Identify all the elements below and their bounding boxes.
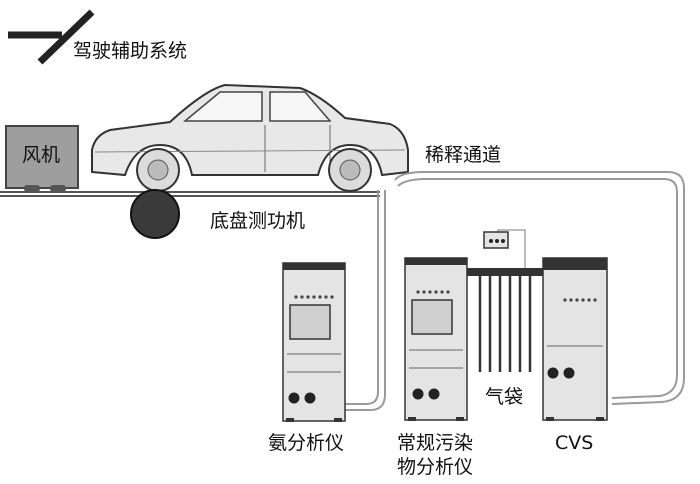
gas-bags-label: 气袋 xyxy=(485,386,524,408)
dilution-tunnel-label: 稀释通道 xyxy=(425,144,502,166)
floor-line xyxy=(0,191,380,197)
driver-assist-symbol xyxy=(8,9,95,65)
cvs-cabinet xyxy=(542,257,608,421)
chassis-dyno-label: 底盘测功机 xyxy=(210,210,306,232)
dilution-tunnel-tube xyxy=(394,171,685,405)
vehicle xyxy=(91,83,409,192)
regular-analyzer-label-line2: 物分析仪 xyxy=(397,456,474,478)
ammonia-analyzer-label: 氨分析仪 xyxy=(268,432,345,454)
regular-pollutant-analyzer-cabinet xyxy=(404,257,468,421)
ammonia-analyzer-cabinet xyxy=(282,262,346,422)
fan-label: 风机 xyxy=(22,144,61,166)
fan-unit xyxy=(5,125,79,192)
sample-line-ammonia xyxy=(345,190,386,411)
cvs-label: CVS xyxy=(555,432,594,454)
driver-assist-label: 驾驶辅助系统 xyxy=(73,40,188,62)
regular-analyzer-label-line1: 常规污染 xyxy=(397,432,474,454)
gas-bag-rack xyxy=(467,229,543,372)
dyno-roller xyxy=(130,189,180,239)
